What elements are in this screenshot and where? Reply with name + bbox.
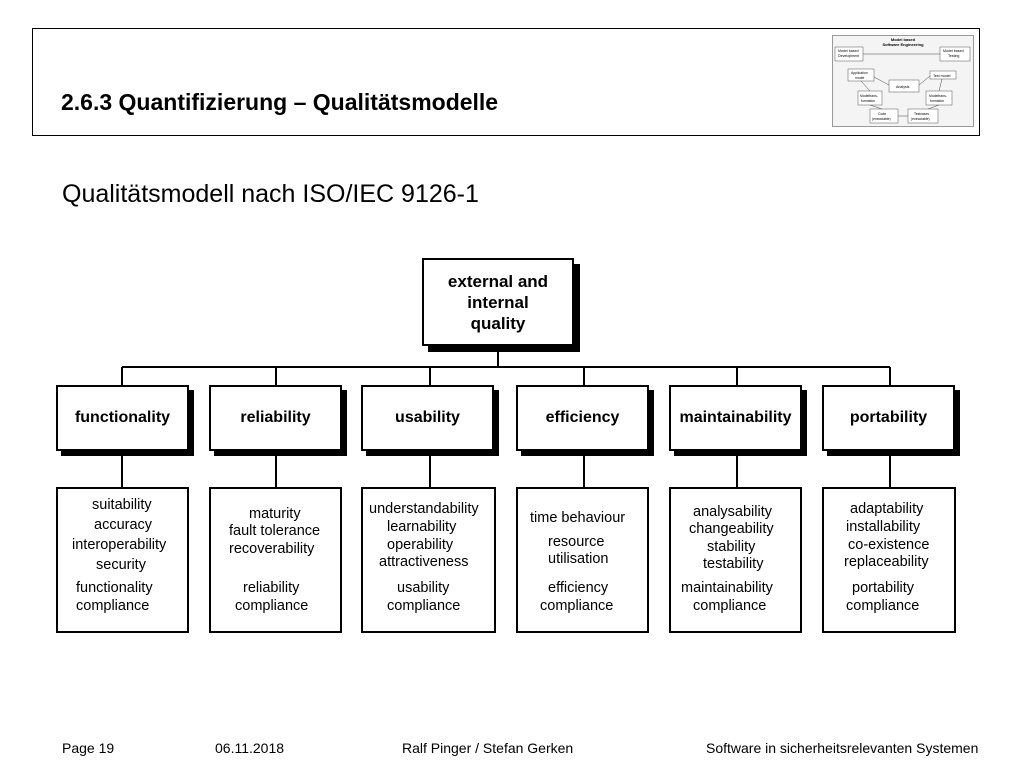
- footer-authors: Ralf Pinger / Stefan Gerken: [402, 740, 574, 756]
- sub-item: time behaviour: [530, 510, 626, 526]
- sub-item: compliance: [387, 598, 461, 614]
- sub-item: usability: [397, 580, 450, 596]
- sub-item: understandability: [369, 501, 479, 517]
- thumb-analysis: Analysis: [896, 85, 910, 89]
- slide-title: 2.6.3 Quantifizierung – Qualitätsmodelle: [61, 89, 499, 115]
- sub-item: compliance: [540, 598, 614, 614]
- sub-item: maintainability: [681, 580, 773, 596]
- subcharacteristics-efficiency: time behaviour resource utilisation effi…: [516, 487, 649, 633]
- sub-item: operability: [387, 537, 454, 553]
- sub-item: efficiency: [548, 580, 609, 596]
- category-portability: portability: [822, 385, 955, 451]
- sub-item: adaptability: [850, 501, 924, 517]
- sub-item: portability: [852, 580, 915, 596]
- sub-item: compliance: [693, 598, 767, 614]
- sub-item: installability: [846, 519, 921, 535]
- sub-item: functionality: [76, 580, 153, 596]
- svg-text:formation: formation: [861, 99, 875, 103]
- svg-text:(executable): (executable): [911, 117, 930, 121]
- thumb-heading-2: Software Engineering: [882, 42, 924, 47]
- slide-subtitle: Qualitätsmodell nach ISO/IEC 9126-1: [62, 180, 479, 208]
- thumb-testcases: Testcases: [914, 112, 929, 116]
- sub-item: utilisation: [548, 551, 609, 567]
- sub-item: co-existence: [848, 537, 930, 553]
- sub-item: suitability: [92, 497, 152, 513]
- sub-item: compliance: [76, 598, 150, 614]
- root-quality-box: external and internal quality: [422, 258, 574, 346]
- root-line-2: internal: [467, 292, 529, 312]
- category-functionality: functionality: [56, 385, 189, 451]
- svg-text:(executable): (executable): [872, 117, 891, 121]
- thumb-heading-1: Model based: [891, 37, 916, 42]
- subcharacteristics-reliability: maturity fault tolerance recoverability …: [209, 487, 342, 633]
- sub-item: replaceability: [844, 554, 929, 570]
- thumb-mbt: Model based: [943, 49, 964, 53]
- sub-item: changeability: [689, 521, 774, 537]
- subcharacteristics-maintainability: analysability changeability stability te…: [669, 487, 802, 633]
- thumb-app-model: Application: [851, 71, 868, 75]
- thumb-transform-right: Modeltrans-: [929, 94, 947, 98]
- subcharacteristics-usability: understandability learnability operabili…: [361, 487, 496, 633]
- svg-text:Testing: Testing: [948, 54, 959, 58]
- footer-date: 06.11.2018: [215, 740, 285, 756]
- category-usability: usability: [361, 385, 494, 451]
- sub-item: maturity: [249, 506, 301, 522]
- svg-text:Development: Development: [838, 54, 859, 58]
- sub-item: stability: [707, 539, 756, 555]
- sub-item: testability: [703, 556, 764, 572]
- sub-item: fault tolerance: [229, 523, 321, 539]
- category-maintainability: maintainability: [669, 385, 802, 451]
- sub-item: accuracy: [94, 517, 153, 533]
- root-line-3: quality: [470, 313, 526, 333]
- root-line-1: external and: [447, 271, 549, 291]
- sub-item: attractiveness: [379, 554, 469, 570]
- sub-item: resource: [548, 534, 605, 550]
- svg-text:formation: formation: [930, 99, 944, 103]
- thumb-mbd: Model based: [838, 49, 859, 53]
- sub-item: security: [96, 557, 146, 573]
- sub-item: learnability: [387, 519, 457, 535]
- category-reliability: reliability: [209, 385, 342, 451]
- model-based-se-thumbnail: Model based Software Engineering Model b…: [832, 35, 974, 127]
- svg-text:model: model: [855, 76, 864, 80]
- sub-item: reliability: [243, 580, 300, 596]
- category-efficiency: efficiency: [516, 385, 649, 451]
- subcharacteristics-portability: adaptability installability co-existence…: [822, 487, 956, 633]
- sub-item: compliance: [235, 598, 309, 614]
- subcharacteristics-functionality: suitability accuracy interoperability se…: [56, 487, 189, 633]
- thumb-code: Code: [878, 112, 886, 116]
- sub-item: interoperability: [72, 537, 167, 553]
- sub-item: recoverability: [229, 541, 315, 557]
- sub-item: compliance: [846, 598, 920, 614]
- footer-page: Page 19: [62, 740, 115, 756]
- header-box: 2.6.3 Quantifizierung – Qualitätsmodelle: [32, 28, 980, 136]
- sub-item: analysability: [693, 504, 772, 520]
- thumb-transform-left: Modeltrans-: [860, 94, 878, 98]
- thumb-test-model: Test model: [933, 74, 951, 78]
- footer-course: Software in sicherheitsrelevanten System…: [706, 740, 979, 756]
